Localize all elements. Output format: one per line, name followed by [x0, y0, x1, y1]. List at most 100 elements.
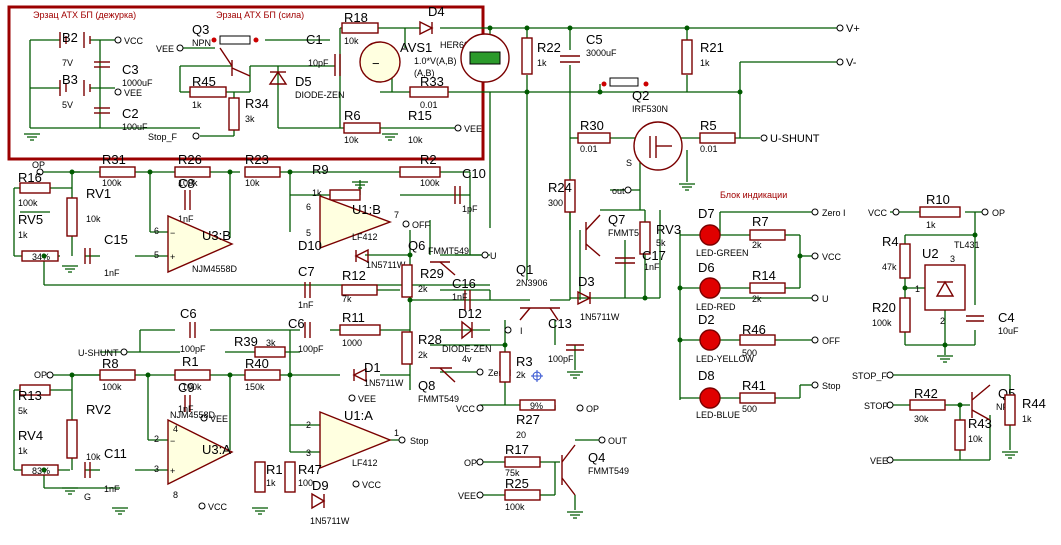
terminal-vcc-rv3[interactable]: VCC: [456, 404, 484, 414]
transistor-q8[interactable]: Q8 FMMT549: [418, 367, 459, 404]
resistor-r46[interactable]: R46 500: [739, 322, 776, 358]
resistor-r9[interactable]: R9 1k: [312, 162, 361, 201]
resistor-r14[interactable]: R14 2k: [749, 268, 786, 304]
resistor-r44[interactable]: R44 1k: [1004, 394, 1046, 426]
cap-c8[interactable]: C8 1nF: [178, 176, 195, 224]
diode-d1[interactable]: D1 1N5711W: [352, 360, 404, 388]
terminal-op-rv3[interactable]: OP: [576, 404, 599, 414]
terminal-vee-u3a[interactable]: VEE: [200, 414, 228, 424]
transistor-q7[interactable]: Q7 FMMT5: [585, 212, 639, 257]
cap-c17[interactable]: C17 1nF: [615, 248, 666, 272]
resistor-r29[interactable]: R29 2k: [401, 264, 444, 298]
resistor-r13[interactable]: R13 5k: [18, 384, 51, 416]
led-d8[interactable]: D8 LED-BLUE: [696, 368, 740, 420]
diode-d4[interactable]: D4 HER605: [419, 4, 474, 50]
battery-b2[interactable]: B2 7V: [59, 30, 91, 68]
zener-d12[interactable]: D12 DIODE-ZEN 4v: [442, 306, 492, 364]
terminal-vcc-top[interactable]: VCC: [114, 36, 144, 46]
resistor-r2[interactable]: R2 100k: [399, 152, 441, 188]
terminal-op-1[interactable]: OP: [32, 160, 45, 176]
resistor-r25[interactable]: R25 100k: [504, 476, 541, 512]
resistor-r4[interactable]: R4 47k: [882, 234, 911, 279]
diode-d3[interactable]: D3 1N5711W: [577, 274, 620, 322]
resistor-r28[interactable]: R28 2k: [401, 331, 442, 365]
cap-c11[interactable]: C11 1nF: [84, 446, 127, 494]
terminal-u-2[interactable]: U: [811, 294, 829, 304]
terminal-vcc-d9[interactable]: VCC: [352, 480, 382, 490]
pot-rv2[interactable]: RV2 10k: [66, 402, 111, 462]
terminal-ushunt[interactable]: U-SHUNT: [760, 133, 820, 145]
resistor-r31[interactable]: R31 100k: [99, 152, 136, 188]
terminal-out-q4[interactable]: OUT: [598, 436, 628, 446]
terminal-op-2[interactable]: OP: [34, 370, 54, 380]
terminal-out[interactable]: I: [504, 326, 523, 336]
transistor-q6[interactable]: Q6 FMMT549: [408, 238, 469, 276]
resistor-r42[interactable]: R42 30k: [909, 386, 946, 424]
zener-d5[interactable]: D5 DIODE-ZEN: [268, 70, 345, 100]
cap-c6[interactable]: C6 100pF: [288, 316, 324, 354]
resistor-r43[interactable]: R43 10k: [954, 416, 992, 451]
resistor-r39[interactable]: R39 3k: [234, 334, 286, 358]
resistor-r5[interactable]: R5 0.01: [699, 118, 736, 154]
resistor-r45[interactable]: R45 1k: [189, 74, 227, 110]
led-d7[interactable]: D7 LED-GREEN: [696, 206, 749, 258]
terminal-vcc-u3a[interactable]: VCC: [198, 502, 228, 512]
resistor-r22[interactable]: R22 1k: [521, 37, 561, 75]
resistor-r11[interactable]: R11 1000: [339, 310, 381, 348]
terminal-vee-top[interactable]: VEE: [114, 88, 142, 98]
cap-c7[interactable]: C7 1nF: [298, 264, 315, 310]
meter-avs1[interactable]: AVS1 1.0*V(A,B) (A,B): [400, 40, 457, 78]
resistor-r41[interactable]: R41 500: [739, 378, 776, 414]
cap-c10[interactable]: C10 1pF: [454, 166, 486, 214]
cap-c16[interactable]: C16 1nF: [452, 276, 476, 310]
resistor-r15[interactable]: R15 10k: [408, 108, 432, 145]
resistor-r21[interactable]: R21 1k: [681, 39, 724, 75]
opamp-u1b[interactable]: 65 U1:B LF412 7: [306, 194, 399, 250]
terminal-vminus[interactable]: V-: [836, 57, 857, 69]
resistor-r30[interactable]: R30 0.01: [577, 118, 611, 154]
terminal-stopf-q5[interactable]: STOP_F: [852, 371, 894, 381]
pot-rv5[interactable]: RV5 1k 34%: [18, 212, 59, 262]
terminal-vee-q5[interactable]: VEE: [870, 456, 894, 466]
cap-c5[interactable]: C5 3000uF: [560, 32, 617, 63]
terminal-op-tl[interactable]: OP: [981, 208, 1005, 218]
diode-d9[interactable]: D9 1N5711W: [310, 478, 350, 526]
terminal-stopf[interactable]: Stop_F: [148, 132, 200, 142]
terminal-stop-u1a[interactable]: Stop: [398, 436, 429, 446]
resistor-r16[interactable]: R16 100k: [18, 170, 51, 208]
resistor-r33[interactable]: R33 0.01: [409, 74, 449, 110]
resistor-r34[interactable]: R34 3k: [228, 96, 269, 131]
pot-rv3[interactable]: 9% R27 20: [516, 399, 556, 440]
cap-c4[interactable]: C4 10uF: [966, 310, 1019, 336]
resistor-r40[interactable]: R40 150k: [244, 356, 281, 392]
cap-c15[interactable]: C15 1nF: [84, 232, 128, 278]
terminal-vee-r15[interactable]: VEE: [454, 124, 482, 134]
terminal-vee-u1a[interactable]: VEE: [348, 394, 376, 404]
resistor-r20[interactable]: R20 100k: [872, 297, 911, 333]
resistor-r6[interactable]: R6 10k: [343, 108, 381, 145]
terminal-vcc-tl[interactable]: VCC: [868, 208, 900, 218]
terminal-ushunt-left[interactable]: U-SHUNT: [78, 348, 128, 358]
terminal-vcc-ind[interactable]: VCC: [811, 252, 842, 262]
resistor-r17[interactable]: R17 75k: [504, 442, 541, 478]
led-d2[interactable]: D2 LED-YELLOW: [696, 312, 755, 364]
resistor-r8[interactable]: R8 100k: [99, 356, 136, 392]
terminal-vplus[interactable]: V+: [836, 23, 860, 35]
resistor-r1b[interactable]: R1 1k: [254, 461, 283, 493]
terminal-stop-q5[interactable]: STOP: [864, 401, 894, 411]
transistor-q4[interactable]: Q4 FMMT549: [561, 444, 629, 496]
cap-c14[interactable]: C13 100pF: [548, 316, 584, 364]
opamp-u1a[interactable]: 23 U1:A LF412 1: [306, 408, 399, 470]
cap-c1[interactable]: C1 10pF: [306, 32, 341, 76]
terminal-u-1[interactable]: U: [481, 251, 497, 261]
resistor-r27[interactable]: RV3 5k: [639, 221, 681, 255]
terminal-vee-q4[interactable]: VEE: [458, 491, 484, 501]
resistor-r24[interactable]: R3 2k: [499, 351, 533, 383]
resistor-r1[interactable]: R1 100k: [174, 354, 211, 392]
cap-c9[interactable]: C9 1nF: [178, 380, 195, 414]
pot-rv1[interactable]: RV1 10k: [66, 186, 111, 237]
resistor-r3[interactable]: R24 300: [548, 179, 576, 213]
switch-q2[interactable]: Q2 IRF530N: [601, 77, 669, 114]
resistor-r10[interactable]: R10 1k: [919, 192, 961, 230]
cap-c2[interactable]: C2 100uF: [94, 106, 148, 132]
